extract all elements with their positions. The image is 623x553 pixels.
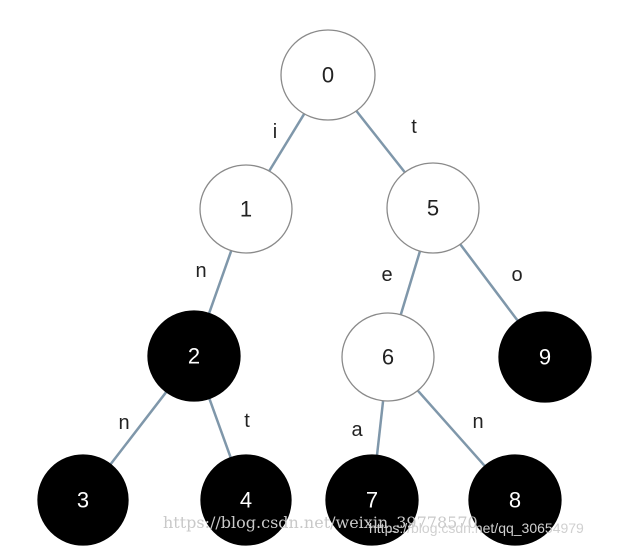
trie-node-0: 0 (280, 29, 376, 121)
edge-2-4 (208, 398, 232, 459)
edges-layer (109, 110, 519, 467)
trie-node-5: 5 (386, 162, 480, 254)
trie-node-2: 2 (147, 310, 241, 402)
node-label: 3 (77, 488, 89, 513)
node-circle (498, 311, 592, 403)
edge-label-2-4: t (244, 410, 250, 432)
nodes-layer: 0 1 5 2 6 9 3 4 7 8 (37, 29, 592, 546)
edge-0-5 (355, 110, 406, 174)
trie-node-6: 6 (341, 312, 435, 402)
edge-label-0-1: i (273, 121, 277, 143)
watermark-primary-text: https://blog.csdn.net/weixin_39778570 (163, 513, 478, 532)
node-circle (280, 29, 376, 121)
edge-label-5-9: o (511, 264, 522, 286)
trie-node-1: 1 (199, 164, 293, 254)
trie-node-7: 7 (325, 454, 419, 546)
trie-node-8: 8 (468, 454, 562, 546)
edge-6-7 (375, 400, 385, 456)
edge-label-6-7: a (351, 419, 363, 441)
node-circle (37, 454, 129, 546)
edge-6-8 (416, 389, 486, 467)
edge-0-1 (268, 113, 306, 172)
edge-1-2 (207, 250, 233, 314)
watermark: https://blog.csdn.net/weixin_39778570 ht… (163, 513, 584, 536)
edge-labels-layer: i t n e o n t a n (118, 116, 522, 441)
node-circle (468, 454, 562, 546)
edge-5-9 (459, 243, 519, 322)
edge-2-3 (109, 391, 168, 466)
edge-label-5-6: e (381, 264, 392, 286)
node-circle (200, 454, 292, 546)
edge-label-2-3: n (118, 412, 129, 434)
edge-label-6-8: n (472, 411, 483, 433)
node-label: 8 (509, 488, 521, 513)
node-label: 9 (539, 345, 551, 370)
edge-5-6 (399, 250, 422, 316)
node-label: 7 (366, 488, 378, 513)
node-label: 6 (382, 345, 394, 370)
edge-label-1-2: n (195, 260, 206, 282)
node-circle (325, 454, 419, 546)
trie-node-3: 3 (37, 454, 129, 546)
node-circle (199, 164, 293, 254)
trie-node-4: 4 (200, 454, 292, 546)
node-circle (147, 310, 241, 402)
node-circle (341, 312, 435, 402)
node-label: 2 (188, 344, 200, 369)
node-label: 5 (427, 196, 439, 221)
node-circle (386, 162, 480, 254)
watermark-secondary-text: https://blog.csdn.net/qq_30654979 (369, 520, 584, 536)
node-label: 0 (322, 63, 334, 88)
edge-label-0-5: t (411, 116, 417, 138)
trie-node-9: 9 (498, 311, 592, 403)
node-label: 4 (240, 488, 252, 513)
node-label: 1 (240, 197, 252, 222)
